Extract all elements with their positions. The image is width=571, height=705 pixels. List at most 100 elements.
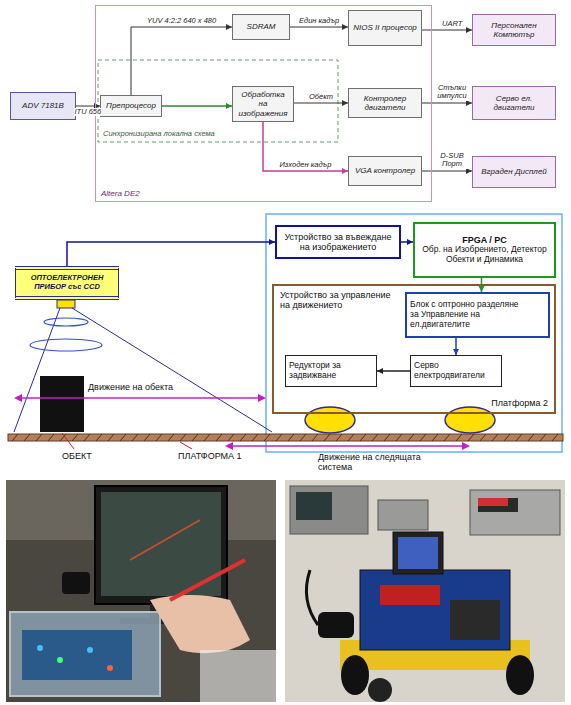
drawing-rect — [393, 532, 443, 574]
motion-label: Движение на следящата система — [318, 452, 448, 473]
drawing-rect — [290, 486, 368, 534]
drawing-polygon — [462, 442, 470, 450]
connector-line — [263, 122, 348, 171]
sensor-box: ОПТОЕЛЕКТРОНЕН ПРИБОР със CCD — [15, 266, 119, 300]
drawing-rect — [98, 60, 338, 142]
edge-label: ITU 656 — [74, 108, 103, 116]
drawing-rect — [378, 500, 428, 530]
connector-line — [162, 105, 232, 107]
controller-box: Контролер двигатели — [348, 88, 422, 118]
processor-box: NIOS II процесор — [348, 10, 422, 46]
drawing-rect — [450, 600, 500, 640]
box-label: ОПТОЕЛЕКТРОНЕН ПРИБОР със CCD — [18, 274, 116, 291]
drawing-rect — [200, 650, 276, 702]
connector-line — [290, 27, 348, 28]
drawing-rect — [22, 630, 132, 680]
connector — [422, 100, 472, 106]
connector — [263, 122, 348, 174]
drawing-rect — [57, 300, 75, 308]
edge-label: Стъпки импулси — [433, 84, 471, 101]
device-box: Вграден Дисплей — [472, 156, 556, 188]
processor-box: FPGA / PCОбр. на Изобрението, Детектор О… — [413, 222, 556, 278]
edge-label: D-SUB Порт — [433, 152, 471, 169]
decoder-chip-box: ADV 7181B — [10, 92, 76, 120]
ground-platform — [8, 434, 563, 441]
box-label: Препроцесор — [106, 101, 156, 110]
box-sublabel: Платформа 2 — [491, 398, 548, 408]
connector — [377, 368, 410, 374]
controller-box: VGA контролер — [348, 156, 422, 186]
drawing-rect — [8, 434, 563, 441]
drawing-line — [180, 442, 192, 449]
sync-label: Синхронизирана локална схема — [103, 130, 215, 139]
drawing-line — [62, 433, 74, 449]
drawing-ellipse — [44, 318, 88, 326]
camera-view — [14, 300, 272, 432]
tracking-frame — [266, 214, 562, 452]
connector-line — [422, 103, 472, 104]
drawing-polygon — [14, 394, 22, 402]
drawing-rect — [398, 537, 438, 569]
drawing-rect — [266, 214, 562, 452]
edge-label: Обект — [308, 93, 334, 101]
drawing-line — [20, 397, 260, 399]
connector-line — [422, 30, 472, 31]
drawing-rect — [478, 498, 518, 512]
connector-line — [131, 27, 232, 95]
object-label: ОБЕКТ — [62, 451, 92, 461]
leader-lines — [62, 433, 192, 449]
drawing-polygon — [258, 394, 266, 402]
drawing-rect — [95, 486, 227, 604]
box-label: Вграден Дисплей — [481, 167, 547, 176]
wheels — [305, 407, 495, 433]
servo-box: Серво електродвигатели — [410, 355, 502, 387]
process-box: Обработка на изображения — [232, 86, 294, 122]
box-label: SDRAM — [247, 22, 276, 31]
drawing-path — [12, 434, 558, 441]
drawing-line — [231, 445, 464, 447]
motion-arrows — [14, 394, 470, 450]
box-label: NIOS II процесор — [353, 23, 417, 32]
drawing-rect — [6, 480, 276, 702]
box-label: Контролер двигатели — [352, 94, 418, 112]
object-block — [40, 376, 84, 432]
drawing-rect — [285, 480, 565, 702]
photo-robot-car — [285, 480, 565, 702]
box-label: Altera DE2 — [101, 189, 140, 198]
gearbox-box: Редуктори за задвижване — [285, 355, 377, 387]
connector — [422, 168, 472, 174]
input-device-box: Устройство за въвеждане на изображението — [275, 225, 401, 259]
board-outline: Altera DE2 Препроцесор SDRAM NIOS II процес… — [95, 5, 432, 202]
box-label: Серво електродвигатели — [414, 361, 498, 381]
driver-box: Блок с оптронно разделяне за Управление … — [405, 292, 550, 338]
drawing-ellipse — [341, 655, 369, 695]
box-label: Блок с оптронно разделяне за Управление … — [410, 300, 528, 329]
connector — [401, 239, 413, 245]
drawing-rect — [40, 376, 84, 432]
box-label: FPGA / PC — [462, 235, 507, 245]
drawing-rect — [296, 492, 332, 520]
box-label: Серво ел. двигатели — [476, 94, 552, 112]
drawing-circle — [87, 647, 93, 653]
box-label: ADV 7181B — [22, 101, 64, 110]
box-label: Обработка на изображения — [236, 90, 290, 118]
drawing-rect — [470, 490, 560, 535]
drawing-ellipse — [368, 678, 392, 702]
process-box: Препроцесор — [100, 95, 162, 117]
drawing-polygon — [225, 442, 233, 450]
connector-line — [294, 103, 348, 104]
box-sublabel: Обр. на Изобрението, Детектор Обекти и Д… — [418, 245, 551, 265]
drawing-path — [170, 560, 245, 600]
connector — [131, 24, 232, 95]
drawing-ellipse — [445, 407, 495, 433]
drawing-rect — [10, 612, 160, 696]
connector — [67, 239, 275, 266]
motion-label: Движение на обекта — [88, 382, 173, 392]
drawing-rect — [62, 572, 90, 594]
drawing-rect — [380, 585, 440, 605]
connector-line — [67, 242, 275, 266]
drawing-ellipse — [506, 655, 534, 695]
platform-label: ПЛАТФОРМА 1 — [178, 451, 242, 461]
platform-box: Устройство за управление на движениетоПл… — [272, 284, 556, 414]
